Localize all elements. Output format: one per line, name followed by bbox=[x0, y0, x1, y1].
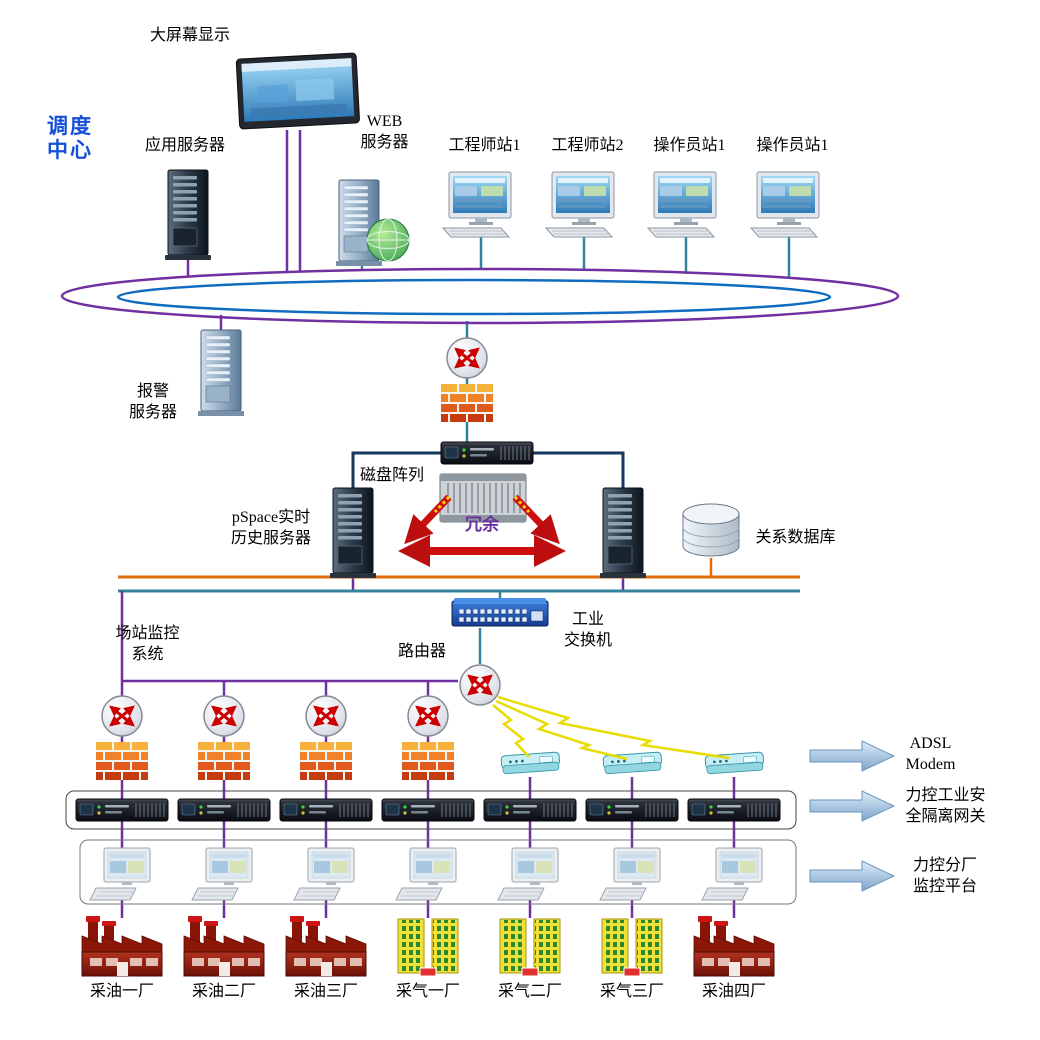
adsl-modem-1-icon bbox=[500, 751, 561, 775]
router-label: 路由器 bbox=[397, 643, 446, 660]
ring-network-outer bbox=[60, 267, 900, 325]
station-router-1-icon bbox=[102, 696, 142, 736]
station-firewall-3-icon bbox=[300, 742, 352, 780]
industrial-switch-label: 工业 交换机 bbox=[563, 611, 612, 649]
station-router-3-icon bbox=[306, 696, 346, 736]
isolation-gateway-label: 力控工业安 全隔离网关 bbox=[905, 787, 986, 825]
gas-plant-1-icon bbox=[397, 918, 459, 977]
industrial-switch-icon bbox=[451, 597, 549, 627]
isolation-gateway-2-icon bbox=[177, 798, 271, 822]
isolation-gateway-5-icon bbox=[483, 798, 577, 822]
connection-lines bbox=[118, 130, 800, 918]
branch-workstation-3-icon bbox=[293, 847, 355, 901]
wireless-lightning-links bbox=[492, 695, 730, 761]
core-router-icon bbox=[447, 338, 487, 378]
branch-workstation-7-icon bbox=[701, 847, 763, 901]
alarm-server-label: 报警 服务器 bbox=[128, 383, 177, 421]
disk-array-label: 磁盘阵列 bbox=[359, 467, 424, 484]
oil-plant-2-icon bbox=[183, 915, 265, 977]
web-server-label: WEB 服务器 bbox=[360, 113, 409, 151]
station-router-4-icon bbox=[408, 696, 448, 736]
relational-db-label: 关系数据库 bbox=[755, 529, 836, 546]
legend-arrow-platform bbox=[809, 860, 895, 892]
isolation-gateway-4-icon bbox=[381, 798, 475, 822]
adsl-modem-label: ADSL Modem bbox=[905, 735, 956, 773]
engineer-station-1-icon bbox=[442, 171, 512, 238]
engineer-station-2-icon bbox=[545, 171, 615, 238]
engineer-station-1-label: 工程师站1 bbox=[448, 137, 521, 154]
station-system-label: 场站监控 系统 bbox=[115, 625, 180, 663]
pspace-server-right-icon bbox=[599, 487, 647, 579]
gas-plant-2-icon bbox=[499, 918, 561, 977]
gateway-row-container bbox=[65, 790, 797, 830]
relational-database-icon bbox=[682, 503, 740, 557]
factory-label: 采油二厂 bbox=[191, 983, 256, 1000]
dispatch-center-label: 调度 中心 bbox=[47, 114, 93, 163]
alarm-server-icon bbox=[197, 329, 245, 417]
operator-station-1-icon bbox=[647, 171, 717, 238]
station-firewall-1-icon bbox=[96, 742, 148, 780]
branch-workstation-1-icon bbox=[89, 847, 151, 901]
isolation-gateway-1-icon bbox=[75, 798, 169, 822]
web-server-icon bbox=[336, 180, 409, 266]
gas-plant-3-icon bbox=[601, 918, 663, 977]
isolation-gateway-3-icon bbox=[279, 798, 373, 822]
legend-arrow-gateway bbox=[809, 790, 895, 822]
branch-platform-label: 力控分厂 监控平台 bbox=[912, 857, 977, 895]
factory-label: 采油四厂 bbox=[701, 983, 766, 1000]
operator-station-2-label: 操作员站1 bbox=[756, 137, 829, 154]
factory-label: 采气三厂 bbox=[599, 983, 664, 1000]
app-server-icon bbox=[164, 169, 212, 261]
pspace-server-left-icon bbox=[329, 487, 377, 579]
pspace-server-label: pSpace实时 历史服务器 bbox=[230, 509, 311, 547]
branch-workstation-2-icon bbox=[191, 847, 253, 901]
app-server-label: 应用服务器 bbox=[144, 137, 225, 154]
ring-network-inner bbox=[116, 278, 832, 316]
oil-plant-4-icon bbox=[693, 915, 775, 977]
factory-label: 采油三厂 bbox=[293, 983, 358, 1000]
factory-label: 采气一厂 bbox=[395, 983, 460, 1000]
workstation-row-container bbox=[79, 839, 797, 905]
isolation-gateway-7-icon bbox=[687, 798, 781, 822]
factory-label: 采油一厂 bbox=[89, 983, 154, 1000]
station-firewall-2-icon bbox=[198, 742, 250, 780]
operator-station-2-icon bbox=[750, 171, 820, 238]
isolation-gateway-6-icon bbox=[585, 798, 679, 822]
oil-plant-1-icon bbox=[81, 915, 163, 977]
station-router-2-icon bbox=[204, 696, 244, 736]
oil-plant-3-icon bbox=[285, 915, 367, 977]
field-router-icon bbox=[460, 665, 500, 705]
station-firewall-4-icon bbox=[402, 742, 454, 780]
branch-workstation-6-icon bbox=[599, 847, 661, 901]
legend-arrow-adsl bbox=[809, 740, 895, 772]
redundancy-label: 冗余 bbox=[465, 515, 499, 534]
factory-label: 采气二厂 bbox=[497, 983, 562, 1000]
core-gateway-rack-icon bbox=[440, 441, 534, 465]
redundancy-arrows bbox=[398, 494, 566, 567]
engineer-station-2-label: 工程师站2 bbox=[551, 137, 624, 154]
branch-workstation-5-icon bbox=[497, 847, 559, 901]
big-screen-label: 大屏幕显示 bbox=[149, 27, 230, 44]
operator-station-1-label: 操作员站1 bbox=[653, 137, 726, 154]
core-firewall-icon bbox=[441, 384, 493, 422]
branch-workstation-4-icon bbox=[395, 847, 457, 901]
